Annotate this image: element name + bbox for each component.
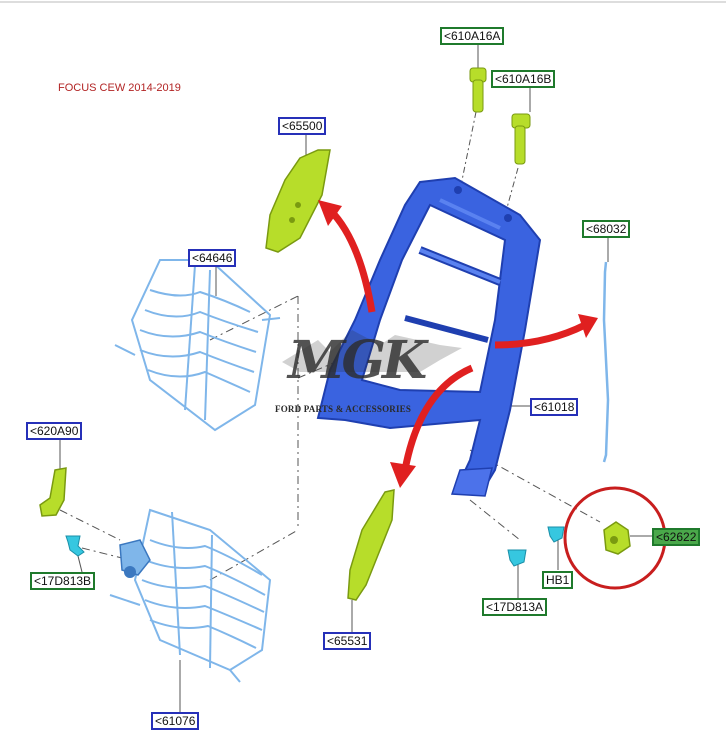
callout-65531[interactable]: <65531: [323, 632, 372, 650]
callout-68032[interactable]: <68032: [582, 220, 631, 238]
wire-mat-61076: [109, 508, 272, 683]
recliner-lever-620a90: [39, 467, 67, 517]
watermark-brand: MGK: [288, 330, 427, 391]
callout-17d813a[interactable]: <17D813A: [482, 598, 548, 616]
callout-620a90[interactable]: <620A90: [26, 422, 83, 440]
bolt-62622: [603, 521, 631, 555]
arrow-to-68032: [494, 321, 587, 349]
trim-strip-65531: [347, 489, 395, 601]
headrest-guide-610a16a: [469, 67, 487, 113]
callout-610a16a[interactable]: <610A16A: [440, 27, 505, 45]
callout-65500[interactable]: <65500: [278, 117, 327, 135]
clip-17d813a: [507, 549, 527, 567]
red-arrows: [318, 200, 598, 488]
seat-back-frame-61018: [316, 176, 542, 497]
callout-17d813b[interactable]: <17D813B: [30, 572, 96, 590]
arrow-head-65531: [390, 462, 416, 488]
wire-mat-64646: [114, 259, 281, 432]
headrest-guide-610a16b: [511, 113, 531, 165]
lumbar-actuator: [119, 539, 151, 578]
arrow-to-65500: [327, 207, 376, 313]
clip-17d813b: [65, 535, 85, 557]
callout-61018[interactable]: <61018: [530, 398, 579, 416]
arrow-head-65500: [318, 200, 342, 226]
model-caption: FOCUS CEW 2014-2019: [58, 82, 181, 94]
watermark-logo: [282, 330, 462, 372]
arrow-head-68032: [578, 314, 598, 338]
side-panel-65500: [265, 149, 331, 253]
callout-hb1[interactable]: HB1: [542, 571, 574, 589]
rod-68032: [602, 261, 610, 463]
watermark-tagline: FORD PARTS & ACCESSORIES: [275, 404, 412, 414]
clip-hb1: [547, 526, 565, 543]
callout-62622[interactable]: <62622: [652, 528, 701, 546]
callout-610a16b[interactable]: <610A16B: [491, 70, 556, 88]
callout-64646[interactable]: <64646: [188, 249, 237, 267]
callout-61076[interactable]: <61076: [151, 712, 200, 730]
arrow-to-65531: [401, 364, 474, 471]
